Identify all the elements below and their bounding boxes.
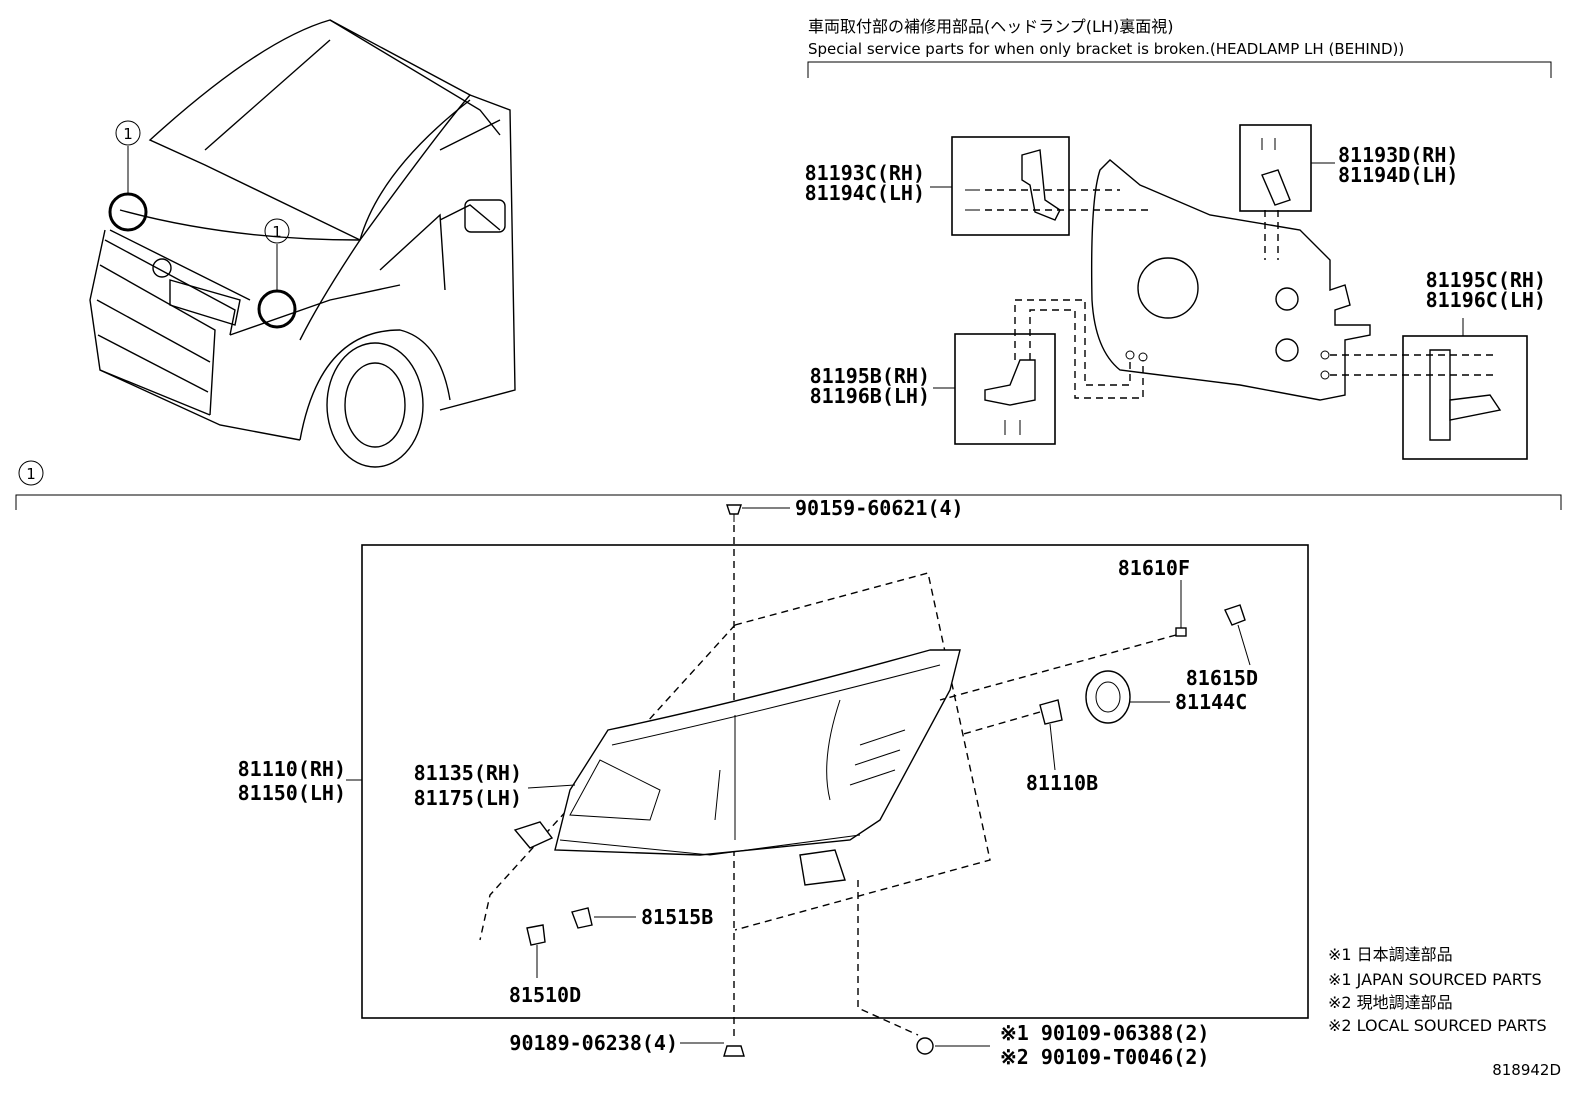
bracket-box-e — [1402, 335, 1528, 460]
label-81175: 81175(LH) — [414, 786, 522, 810]
section-callout-circle — [18, 460, 44, 486]
label-81510d: 81510D — [509, 983, 581, 1007]
label-90159: 90159-60621(4) — [795, 496, 964, 520]
callout-circle — [115, 120, 141, 146]
bracket-box-b — [954, 333, 1056, 445]
diagram-id: 818942D — [1492, 1061, 1561, 1079]
bracket-title-en: Special service parts for when only brac… — [808, 40, 1404, 58]
bulb-81610f — [1175, 627, 1187, 637]
label-81193d: 81193D(RH) — [1338, 143, 1458, 167]
label-81150: 81150(LH) — [238, 781, 346, 805]
label-81144c: 81144C — [1175, 690, 1247, 714]
legend-line-3: ※2 現地調達部品 — [1328, 993, 1453, 1012]
legend: ※1 日本調達部品 ※1 JAPAN SOURCED PARTS ※2 現地調達… — [1328, 945, 1547, 1035]
label-81615d: 81615D — [1186, 666, 1258, 690]
label-81195c: 81195C(RH) — [1426, 268, 1546, 292]
headlamp-assembly-section: 90159-60621(4) 81135(RH) 81175(LH) 81110… — [238, 496, 1309, 1069]
callout-number: 1 — [272, 223, 282, 241]
section-callout-number: 1 — [26, 465, 36, 483]
vehicle-illustration: 1 1 — [89, 19, 516, 468]
label-81610f: 81610F — [1118, 556, 1190, 580]
headlamp-marker-right — [257, 289, 297, 329]
label-81195b: 81195B(RH) — [810, 364, 930, 388]
label-81196c: 81196C(LH) — [1426, 288, 1546, 312]
bracket-box-d — [1239, 124, 1312, 212]
label-81194d: 81194D(LH) — [1338, 163, 1458, 187]
cover-81144c — [1085, 670, 1131, 724]
headlamp-assembly-box — [361, 544, 1309, 1019]
label-81110b: 81110B — [1026, 771, 1098, 795]
label-81135: 81135(RH) — [414, 761, 522, 785]
label-81110: 81110(RH) — [238, 757, 346, 781]
bolt-90109 — [916, 1037, 934, 1055]
legend-line-2: ※1 JAPAN SOURCED PARTS — [1328, 970, 1542, 989]
legend-line-1: ※1 日本調達部品 — [1328, 945, 1453, 964]
bracket-title-jp: 車両取付部の補修用部品(ヘッドランプ(LH)裏面視) — [808, 17, 1173, 36]
label-81515b: 81515B — [641, 905, 713, 929]
label-81196b: 81196B(LH) — [810, 384, 930, 408]
bracket-section: 車両取付部の補修用部品(ヘッドランプ(LH)裏面視) Special servi… — [805, 17, 1552, 460]
label-90109-06388: ※1 90109-06388(2) — [1000, 1021, 1209, 1045]
callout-circle — [264, 218, 290, 244]
callout-number: 1 — [123, 125, 133, 143]
bracket-box-c — [951, 136, 1070, 236]
label-90109-t0046: ※2 90109-T0046(2) — [1000, 1045, 1209, 1069]
legend-line-4: ※2 LOCAL SOURCED PARTS — [1328, 1016, 1547, 1035]
label-81194c: 81194C(LH) — [805, 181, 925, 205]
label-90189: 90189-06238(4) — [509, 1031, 678, 1055]
label-81193c: 81193C(RH) — [805, 161, 925, 185]
